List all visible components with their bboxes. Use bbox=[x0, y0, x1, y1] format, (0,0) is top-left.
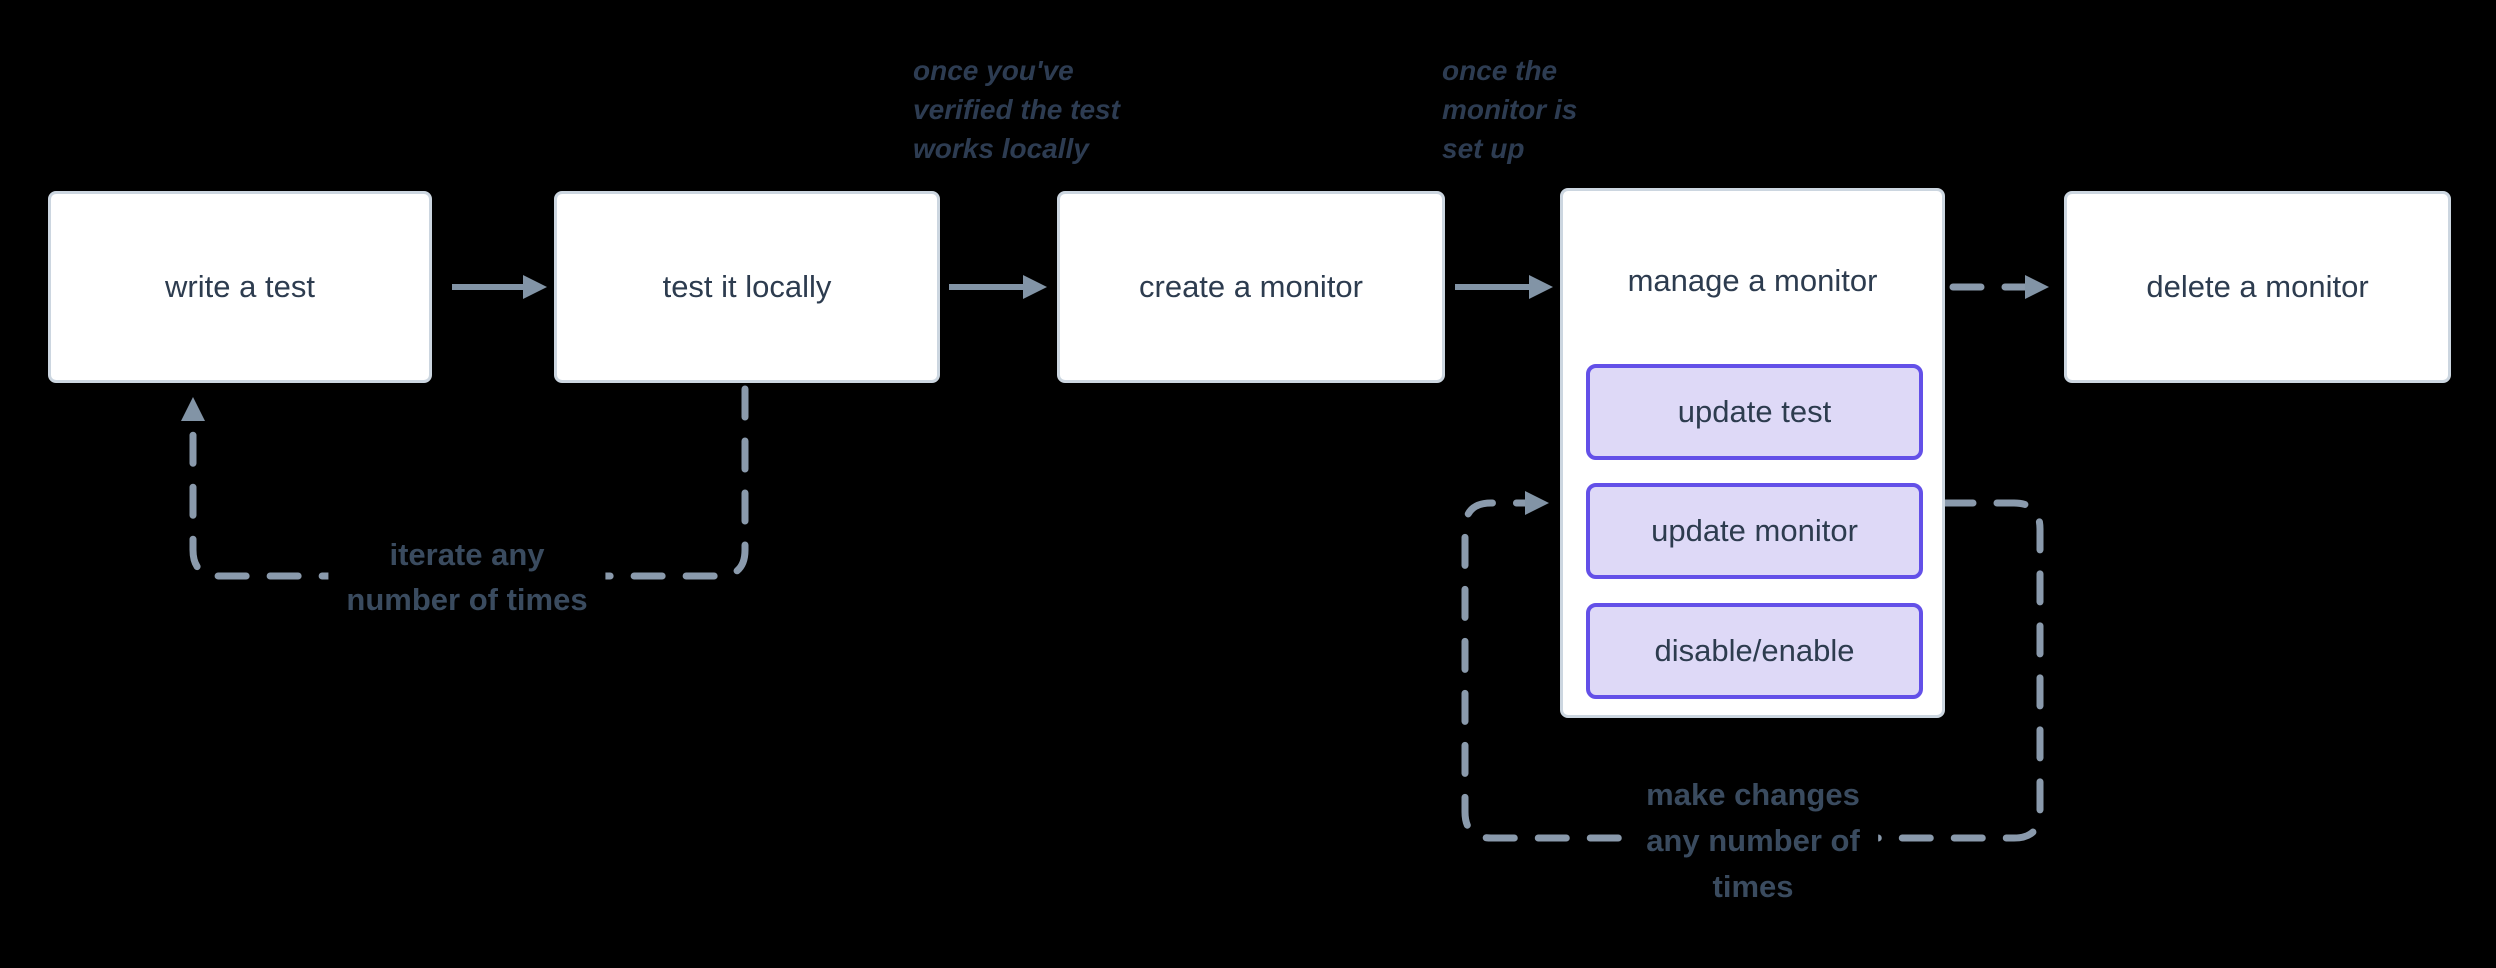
loop-iterate-path bbox=[181, 385, 749, 580]
node-manage-a-monitor: manage a monitor update test update moni… bbox=[1560, 188, 1945, 718]
loop-label-iterate: iterate any number of times bbox=[328, 532, 606, 622]
node-write-a-test-label: write a test bbox=[165, 269, 315, 304]
node-write-a-test: write a test bbox=[48, 191, 432, 383]
node-test-it-locally: test it locally bbox=[554, 191, 940, 383]
action-update-test-label: update test bbox=[1677, 394, 1832, 429]
node-delete-a-monitor-label: delete a monitor bbox=[2146, 269, 2369, 304]
node-test-it-locally-label: test it locally bbox=[662, 269, 832, 304]
node-manage-a-monitor-title: manage a monitor bbox=[1627, 263, 1878, 298]
action-disable-enable: disable/enable bbox=[1586, 603, 1923, 699]
annotation-once-verified: once you've verified the test works loca… bbox=[913, 55, 1120, 164]
action-disable-enable-label: disable/enable bbox=[1654, 633, 1855, 668]
action-update-monitor-label: update monitor bbox=[1651, 513, 1858, 548]
node-delete-a-monitor: delete a monitor bbox=[2064, 191, 2451, 383]
node-create-a-monitor-label: create a monitor bbox=[1139, 269, 1363, 304]
action-update-test: update test bbox=[1586, 364, 1923, 460]
action-update-monitor: update monitor bbox=[1586, 483, 1923, 579]
loop-label-make-changes: make changes any number of times bbox=[1628, 772, 1878, 910]
node-create-a-monitor: create a monitor bbox=[1057, 191, 1445, 383]
annotation-once-monitor-set-up: once the monitor is set up bbox=[1442, 55, 1578, 164]
